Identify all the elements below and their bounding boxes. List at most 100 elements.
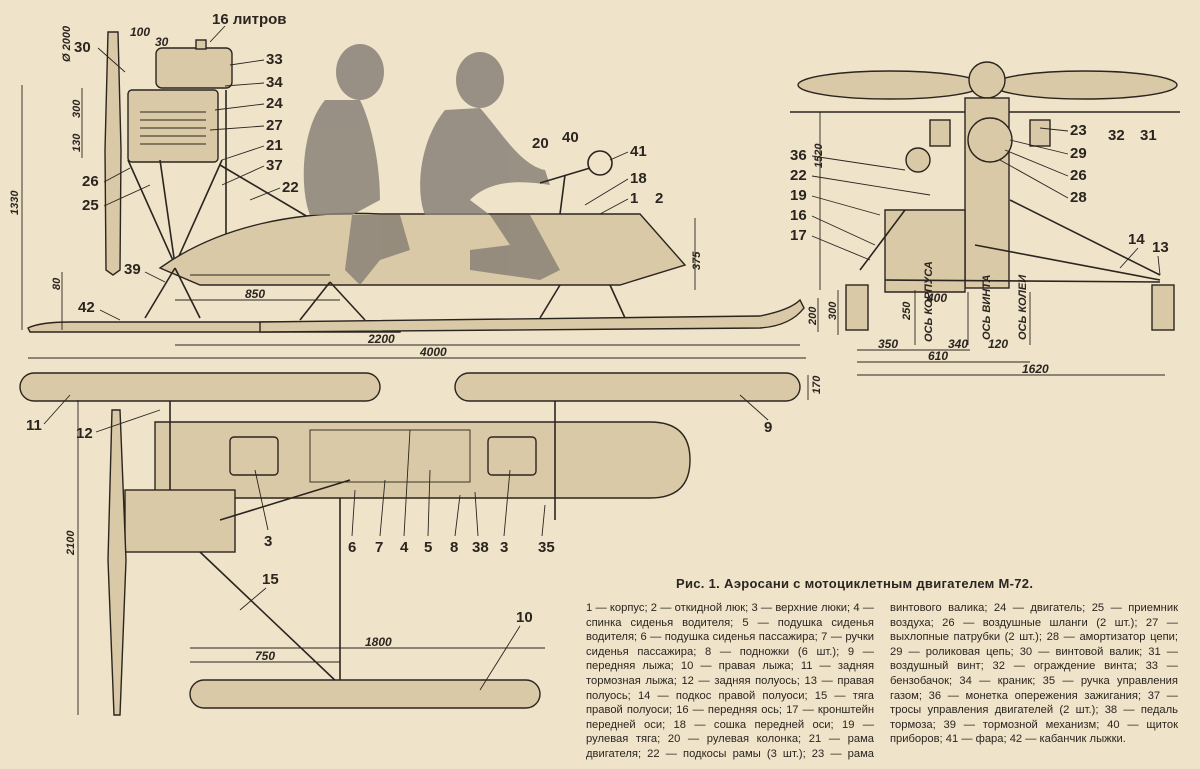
- dim-d300-front: 300: [827, 301, 839, 320]
- callout-38: 38: [472, 539, 489, 556]
- callout-32: 32: [1108, 127, 1125, 144]
- dim-d2000: Ø 2000: [61, 25, 73, 62]
- callout-5: 5: [424, 539, 432, 556]
- callout-8: 8: [450, 539, 458, 556]
- right-ski-top: [189, 679, 541, 709]
- axis-prop-label: ОСЬ ВИНТА: [981, 275, 993, 340]
- axis-wheel-label: ОСЬ КОЛЕИ: [1017, 274, 1029, 340]
- callout-30: 30: [74, 39, 91, 56]
- side-view: Ø 2000 100 30 300 130 1330 80 850 2200 4…: [9, 11, 819, 359]
- left-ski-front: [845, 284, 869, 331]
- callout-3-front: 3: [500, 539, 508, 556]
- dim-d375: 375: [691, 251, 703, 270]
- dim-d250: 250: [901, 301, 913, 321]
- propeller-right-blade: [992, 70, 1178, 100]
- callout-18: 18: [630, 170, 647, 187]
- callout-22-front: 22: [790, 167, 807, 184]
- rear-left-ski-top: [19, 372, 381, 402]
- front-ski-side: [259, 298, 805, 333]
- propeller-top: [107, 409, 127, 716]
- front-callouts: 32 31 23 29 26 28 36 22 19 16 17 14 13: [790, 122, 1169, 256]
- callout-3-rear: 3: [264, 533, 272, 550]
- dim-d4000: 4000: [419, 345, 447, 359]
- side-leader-lines: [97, 47, 629, 321]
- top-hatch-rear: [229, 436, 279, 476]
- dim-d130: 130: [71, 133, 83, 152]
- fuel-tank: [155, 47, 233, 89]
- dim-d850: 850: [245, 287, 265, 301]
- callout-11: 11: [26, 417, 42, 434]
- callout-39: 39: [124, 261, 141, 278]
- front-view: 1520 250 400 350 340 120 610 1620 300 ОС…: [790, 61, 1180, 376]
- dim-d350: 350: [878, 337, 898, 351]
- seats-top: [309, 429, 471, 483]
- cylinder-right: [1029, 119, 1051, 147]
- callout-13: 13: [1152, 239, 1169, 256]
- top-struts: [169, 401, 556, 690]
- propeller-left-blade: [797, 70, 983, 100]
- dim-d610: 610: [928, 349, 948, 363]
- callout-17: 17: [790, 227, 807, 244]
- dim-d30: 30: [155, 35, 169, 49]
- callout-15: 15: [262, 571, 279, 588]
- front-leader-lines: [811, 127, 1161, 276]
- callout-9: 9: [764, 419, 772, 436]
- dim-d200: 200: [807, 306, 819, 326]
- front-ski-top: [454, 372, 801, 402]
- figure-caption: Рис. 1. Аэросани с мотоциклетным двигате…: [676, 576, 1034, 591]
- callout-7: 7: [375, 539, 383, 556]
- axis-body-label: ОСЬ КОРПУСА: [923, 261, 935, 342]
- callout-21: 21: [266, 137, 283, 154]
- headlight-front: [905, 147, 931, 173]
- right-ski-front: [1151, 284, 1175, 331]
- dim-d750: 750: [255, 649, 275, 663]
- callout-12: 12: [76, 425, 93, 442]
- dim-d1330: 1330: [9, 190, 21, 215]
- callout-1: 1: [630, 190, 638, 207]
- dim-d1800: 1800: [365, 635, 392, 649]
- engine-fins: [140, 111, 206, 145]
- engine-side: [127, 89, 219, 163]
- hull-top: [154, 421, 691, 499]
- dim-d2200: 2200: [367, 332, 395, 346]
- callout-10: 10: [516, 609, 533, 626]
- callout-14: 14: [1128, 231, 1145, 248]
- parts-legend: 1 — корпус; 2 — откидной люк; 3 — верхни…: [586, 602, 1178, 760]
- fuel-capacity-label: 16 литров: [212, 11, 287, 28]
- dim-d170: 170: [811, 375, 823, 394]
- dim-d1520: 1520: [813, 143, 825, 168]
- dim-d100: 100: [130, 25, 150, 39]
- callout-20: 20: [532, 135, 549, 152]
- callout-29: 29: [1070, 145, 1087, 162]
- callout-6: 6: [348, 539, 356, 556]
- front-struts: [859, 199, 1161, 283]
- callout-2: 2: [655, 190, 663, 207]
- callout-40: 40: [562, 129, 579, 146]
- callout-24: 24: [266, 95, 283, 112]
- callout-16: 16: [790, 207, 807, 224]
- propeller-side: [104, 31, 122, 276]
- callout-41: 41: [630, 143, 647, 160]
- engine-top: [124, 489, 236, 553]
- callout-33: 33: [266, 51, 283, 68]
- engine-front: [967, 117, 1013, 163]
- top-leader-lines: [43, 394, 769, 691]
- callout-42: 42: [78, 299, 95, 316]
- callout-23: 23: [1070, 122, 1087, 139]
- steering-column: [539, 150, 613, 215]
- cylinder-left: [929, 119, 951, 147]
- callout-27: 27: [266, 117, 283, 134]
- callout-26: 26: [82, 173, 99, 190]
- callout-34: 34: [266, 74, 283, 91]
- top-view: 2100 1800 750 170 11 12 9 3 6 7 4 5 8 38…: [19, 372, 823, 716]
- callout-19: 19: [790, 187, 807, 204]
- dim-d340: 340: [948, 337, 968, 351]
- top-dim-lines: [77, 375, 809, 715]
- propeller-hub: [968, 61, 1006, 99]
- callout-37: 37: [266, 157, 283, 174]
- callout-26-front: 26: [1070, 167, 1087, 184]
- ski-struts-side: [144, 267, 626, 321]
- dim-d80: 80: [51, 277, 63, 290]
